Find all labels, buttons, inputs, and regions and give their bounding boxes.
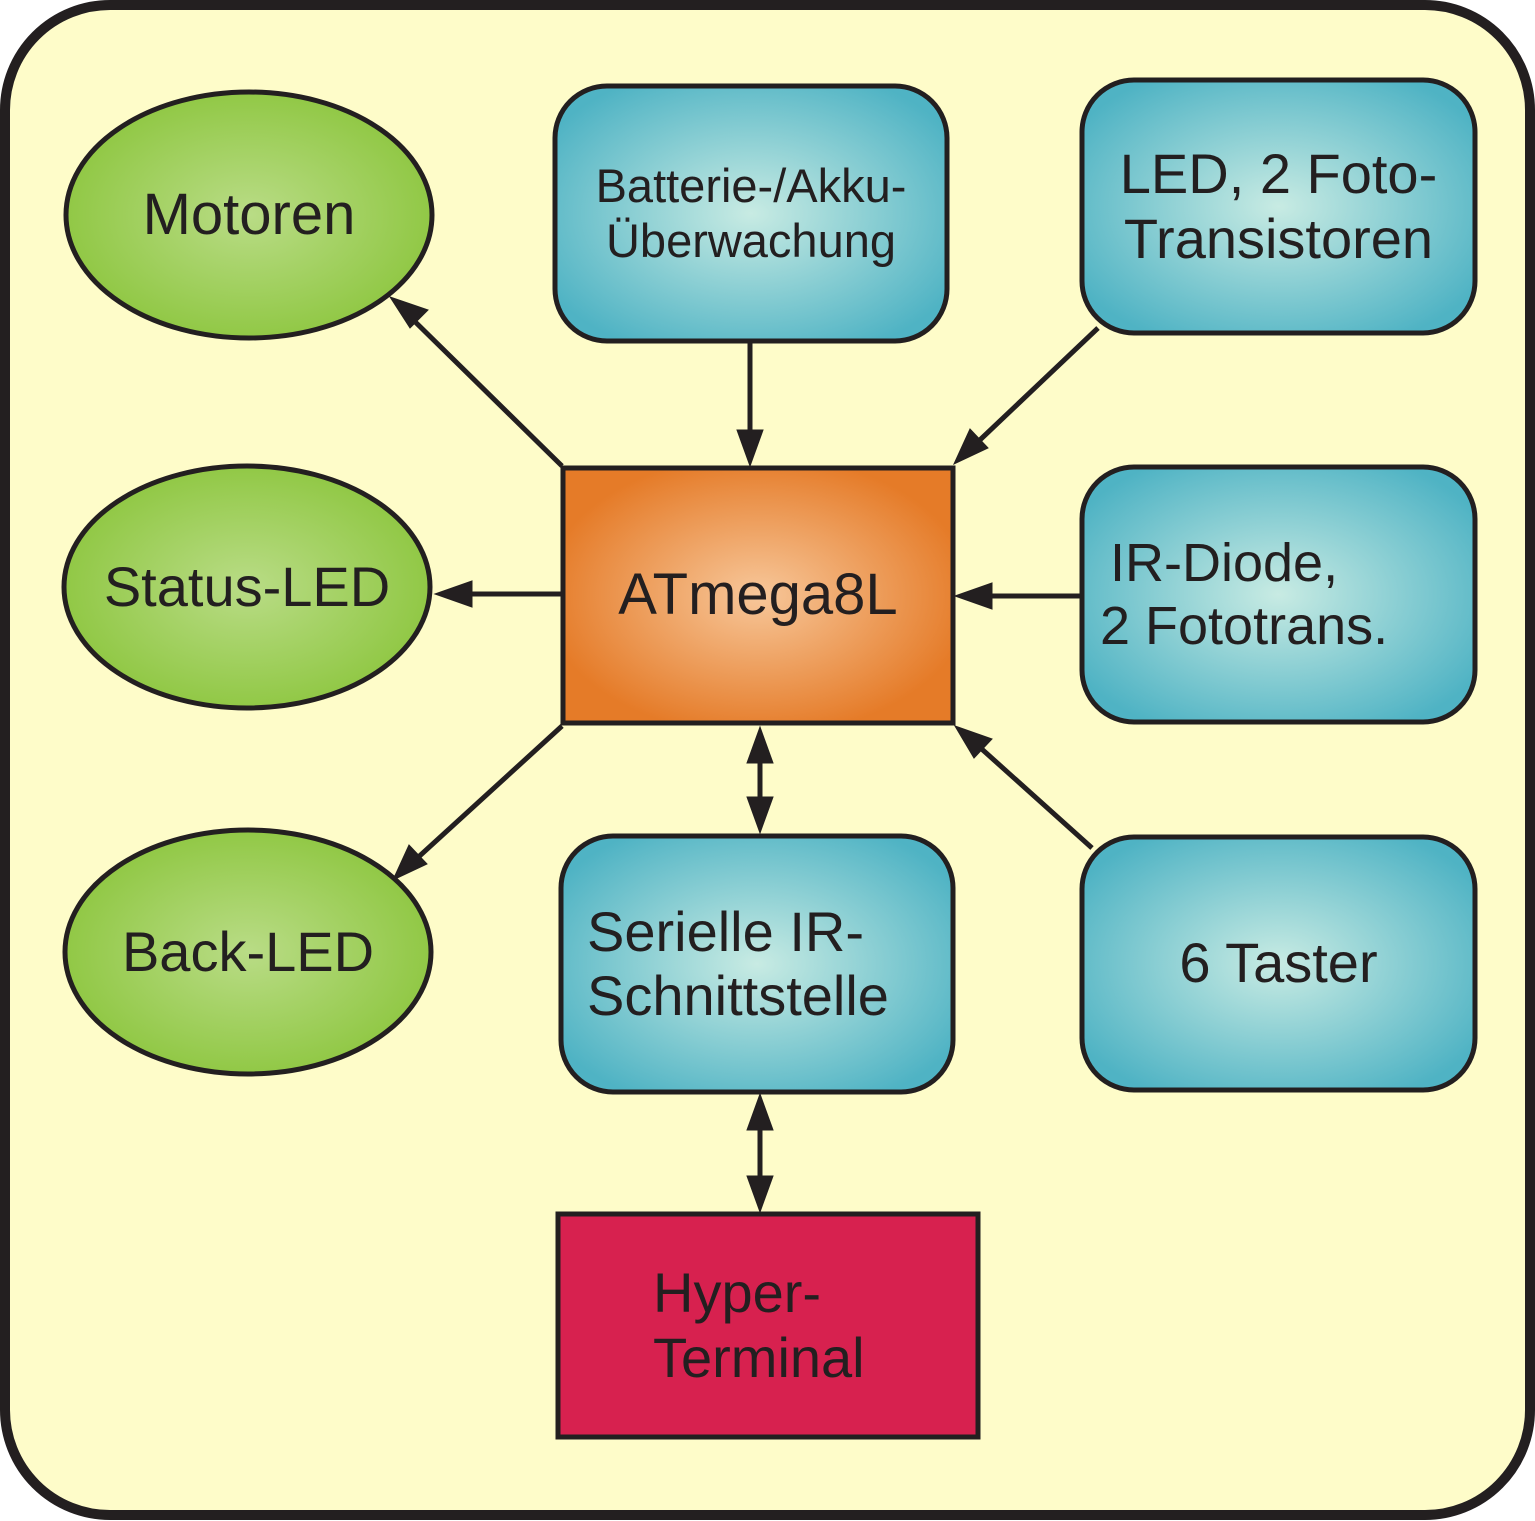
- label-battery: Batterie-/Akku- Überwachung: [555, 86, 947, 341]
- edge-cpu-to-status-led: [433, 580, 562, 608]
- label-serial-ir: Serielle IR- Schnittstelle: [561, 836, 953, 1092]
- label-line: IR-Diode,: [1110, 533, 1339, 594]
- label-line: Überwachung: [605, 213, 896, 267]
- label-line: 6 Taster: [1179, 931, 1378, 995]
- edge-led-foto-to-cpu: [952, 326, 1100, 466]
- label-taster: 6 Taster: [1082, 837, 1475, 1090]
- node-back-led: [62, 827, 434, 1077]
- edge-serial-ir-terminal-bidirectional: [746, 1092, 774, 1214]
- label-line: Hyper-: [653, 1261, 822, 1325]
- label-motoren: Motoren: [66, 92, 432, 338]
- label-line: 2 Fototrans.: [1100, 595, 1389, 656]
- label-line: Motoren: [142, 181, 356, 247]
- label-ir-diode: IR-Diode, 2 Fototrans.: [1100, 467, 1475, 722]
- edge-cpu-to-back-led: [391, 724, 564, 882]
- edge-taster-to-cpu: [953, 725, 1094, 850]
- node-motoren: [63, 89, 435, 341]
- label-cpu: ATmega8L: [563, 468, 953, 723]
- node-status-led: [61, 463, 433, 711]
- node-led-foto: [1079, 77, 1478, 336]
- label-line: Serielle IR-: [587, 899, 864, 963]
- label-terminal: Hyper- Terminal: [558, 1214, 978, 1437]
- label-back-led: Back-LED: [65, 830, 431, 1074]
- edge-cpu-serial-ir-bidirectional: [746, 725, 774, 835]
- label-line: Terminal: [653, 1325, 865, 1389]
- edge-battery-to-cpu: [736, 343, 764, 468]
- label-line: ATmega8L: [618, 562, 898, 628]
- label-line: LED, 2 Foto-: [1119, 142, 1438, 206]
- node-serial-ir: [558, 833, 956, 1095]
- label-led-foto: LED, 2 Foto- Transistoren: [1082, 80, 1475, 333]
- label-line: Transistoren: [1123, 206, 1434, 270]
- edge-ir-diode-to-cpu: [953, 582, 1080, 610]
- label-line: Status-LED: [103, 554, 391, 618]
- label-line: Batterie-/Akku-: [595, 159, 907, 213]
- label-line: Back-LED: [121, 919, 375, 983]
- node-taster: [1079, 834, 1478, 1093]
- edge-cpu-to-motoren: [388, 296, 564, 468]
- node-terminal: [555, 1211, 981, 1440]
- node-ir-diode: [1079, 464, 1478, 725]
- label-line: Schnittstelle: [587, 964, 889, 1027]
- node-cpu: [560, 465, 956, 726]
- label-status-led: Status-LED: [64, 466, 430, 708]
- node-battery: [552, 83, 950, 344]
